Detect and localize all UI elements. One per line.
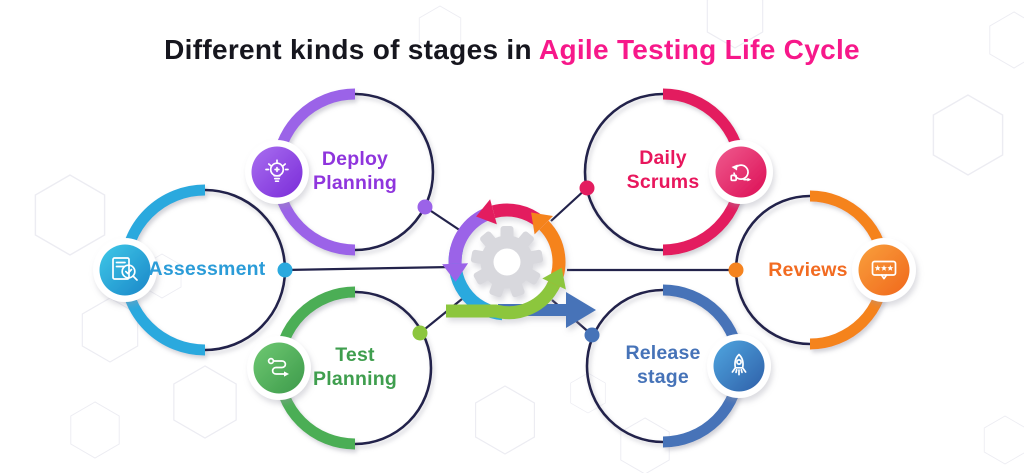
deploy-dot [417,199,433,215]
assessment-badge [93,238,157,302]
release-badge [707,334,771,398]
assessment-connector [284,265,453,272]
test-badge [247,336,311,400]
lightbulb-icon [265,159,289,183]
gear-icon [470,226,544,298]
connector-dots [277,180,744,343]
title-highlight: Agile Testing Life Cycle [531,34,860,65]
cycle-orange-arrowhead [531,212,553,235]
cycle-crimson-arrowhead [476,199,497,225]
exit-blue-arrow [498,292,596,328]
daily-connector [550,187,588,222]
title-prefix: Different kinds of stages in [164,34,532,65]
page-title: Different kinds of stages in Agile Testi… [0,34,1024,66]
agile-cycle-icon [442,199,596,328]
rocket-icon [731,353,747,376]
assessment-dot [277,262,293,278]
deploy-badge [245,140,309,204]
reviews-label: Reviews [768,259,848,282]
daily-badge [709,140,773,204]
assessment-label: Assessment [148,258,266,281]
test-dot [412,325,428,341]
cycle-green-arc [446,280,560,320]
scrum-cycle-icon [730,164,752,182]
reviews-dot [728,262,744,278]
feedback-stars-icon [871,260,897,280]
cycle-purple-arrowhead [442,263,469,282]
release-dot [584,327,600,343]
cycle-green-arrowhead [542,267,566,290]
daily-dot [579,180,595,196]
document-search-icon [112,257,138,281]
test-path-icon [267,357,289,377]
reviews-badge [852,238,916,302]
